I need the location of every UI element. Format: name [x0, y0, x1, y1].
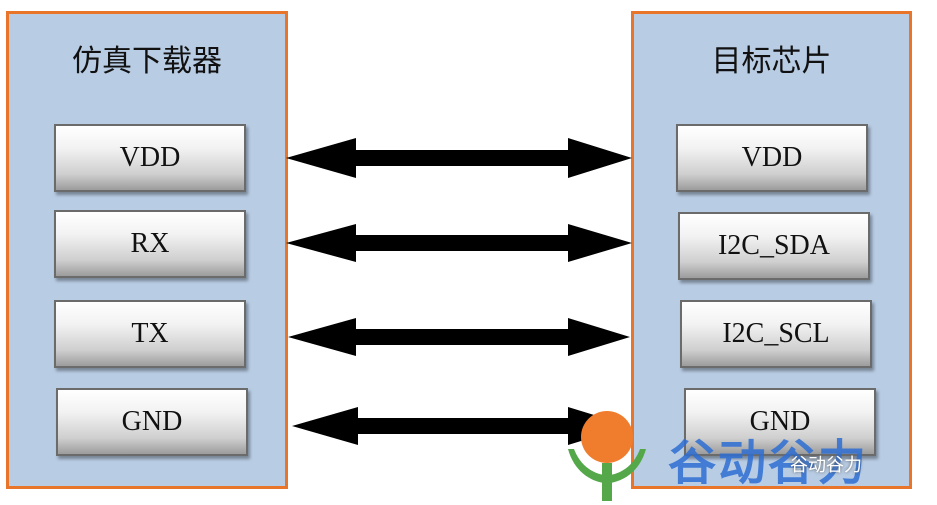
target-chip-title: 目标芯片 — [711, 44, 832, 79]
right-pin-i2c-sda: I2C_SDA — [678, 212, 870, 280]
arrow-tx-i2c-scl — [288, 318, 630, 356]
right-pin-gnd: GND — [684, 388, 876, 456]
watermark: 谷动谷力 谷动谷力 — [560, 405, 937, 505]
watermark-brand-text: 谷动谷力 — [668, 435, 869, 491]
left-pin-gnd: GND — [56, 388, 248, 456]
arrow-rx-i2c-sda — [286, 224, 632, 262]
right-pin-i2c-scl: I2C_SCL — [680, 300, 872, 368]
watermark-account-label: 谷动谷力 — [790, 455, 862, 476]
arrow-gnd-gnd — [292, 407, 630, 445]
left-pin-vdd: VDD — [54, 124, 246, 192]
brand-logo-icon — [568, 411, 646, 501]
left-pin-tx: TX — [54, 300, 246, 368]
arrow-vdd-vdd — [286, 138, 632, 178]
right-pin-vdd: VDD — [676, 124, 868, 192]
left-pin-rx: RX — [54, 210, 246, 278]
emulator-downloader-title: 仿真下载器 — [72, 44, 222, 79]
